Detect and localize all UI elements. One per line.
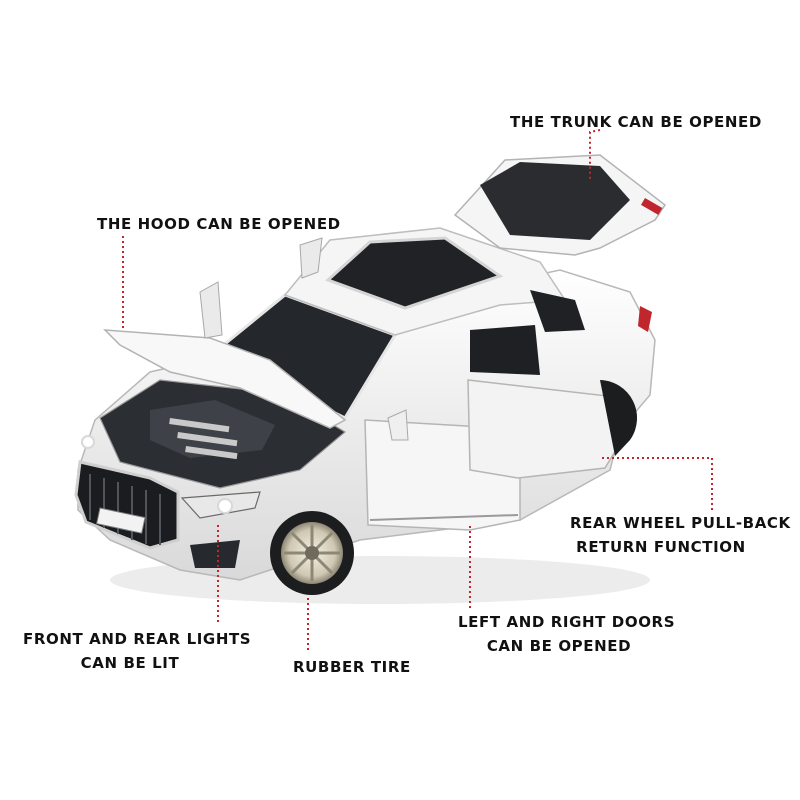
raised-door-left-2 (199, 281, 223, 339)
tail-light (640, 197, 663, 215)
rear-tail-light (638, 306, 652, 332)
front-bumper-intake (190, 540, 240, 568)
side-window (530, 290, 585, 332)
sunroof (325, 236, 504, 310)
rear-door-window (470, 325, 540, 375)
rear-wheel-callout: REAR WHEEL PULL-BACK RETURN FUNCTION (570, 511, 791, 559)
fog-light-glow (81, 435, 95, 449)
tire-callout: RUBBER TIRE (293, 655, 411, 679)
open-hood (103, 329, 347, 429)
doors-callout-line2: CAN BE OPENED (486, 637, 632, 655)
engine-vent-1 (169, 417, 230, 433)
front-hub (305, 546, 319, 560)
leader-rear-wheel (600, 457, 713, 510)
doors-callout: LEFT AND RIGHT DOORS CAN BE OPENED (458, 610, 676, 658)
door-trim (369, 514, 519, 521)
rear-tire (600, 380, 638, 456)
rear-wheel-callout-line2: RETURN FUNCTION (576, 538, 746, 556)
rear-wheel-callout-line1: REAR WHEEL PULL-BACK (570, 514, 791, 532)
trunk-callout-text: THE TRUNK CAN BE OPENED (510, 113, 762, 131)
raised-door-left (299, 237, 323, 279)
side-mirror (387, 409, 409, 441)
front-grille (74, 460, 180, 550)
rear-window (480, 162, 630, 240)
lights-callout: FRONT AND REAR LIGHTS CAN BE LIT (23, 627, 252, 675)
trunk-callout: THE TRUNK CAN BE OPENED (510, 110, 762, 134)
lights-callout-line2: CAN BE LIT (80, 654, 180, 672)
leader-trunk (589, 129, 601, 180)
lights-callout-line1: FRONT AND REAR LIGHTS (23, 630, 252, 648)
hood-callout-text: THE HOOD CAN BE OPENED (97, 215, 341, 233)
headlight-glow (217, 498, 233, 514)
doors-callout-line1: LEFT AND RIGHT DOORS (458, 613, 676, 631)
engine-vent-2 (177, 432, 238, 447)
engine-vent-3 (185, 446, 238, 460)
hood-callout: THE HOOD CAN BE OPENED (97, 212, 341, 236)
license-plate (96, 507, 146, 534)
tire-callout-text: RUBBER TIRE (293, 658, 411, 676)
